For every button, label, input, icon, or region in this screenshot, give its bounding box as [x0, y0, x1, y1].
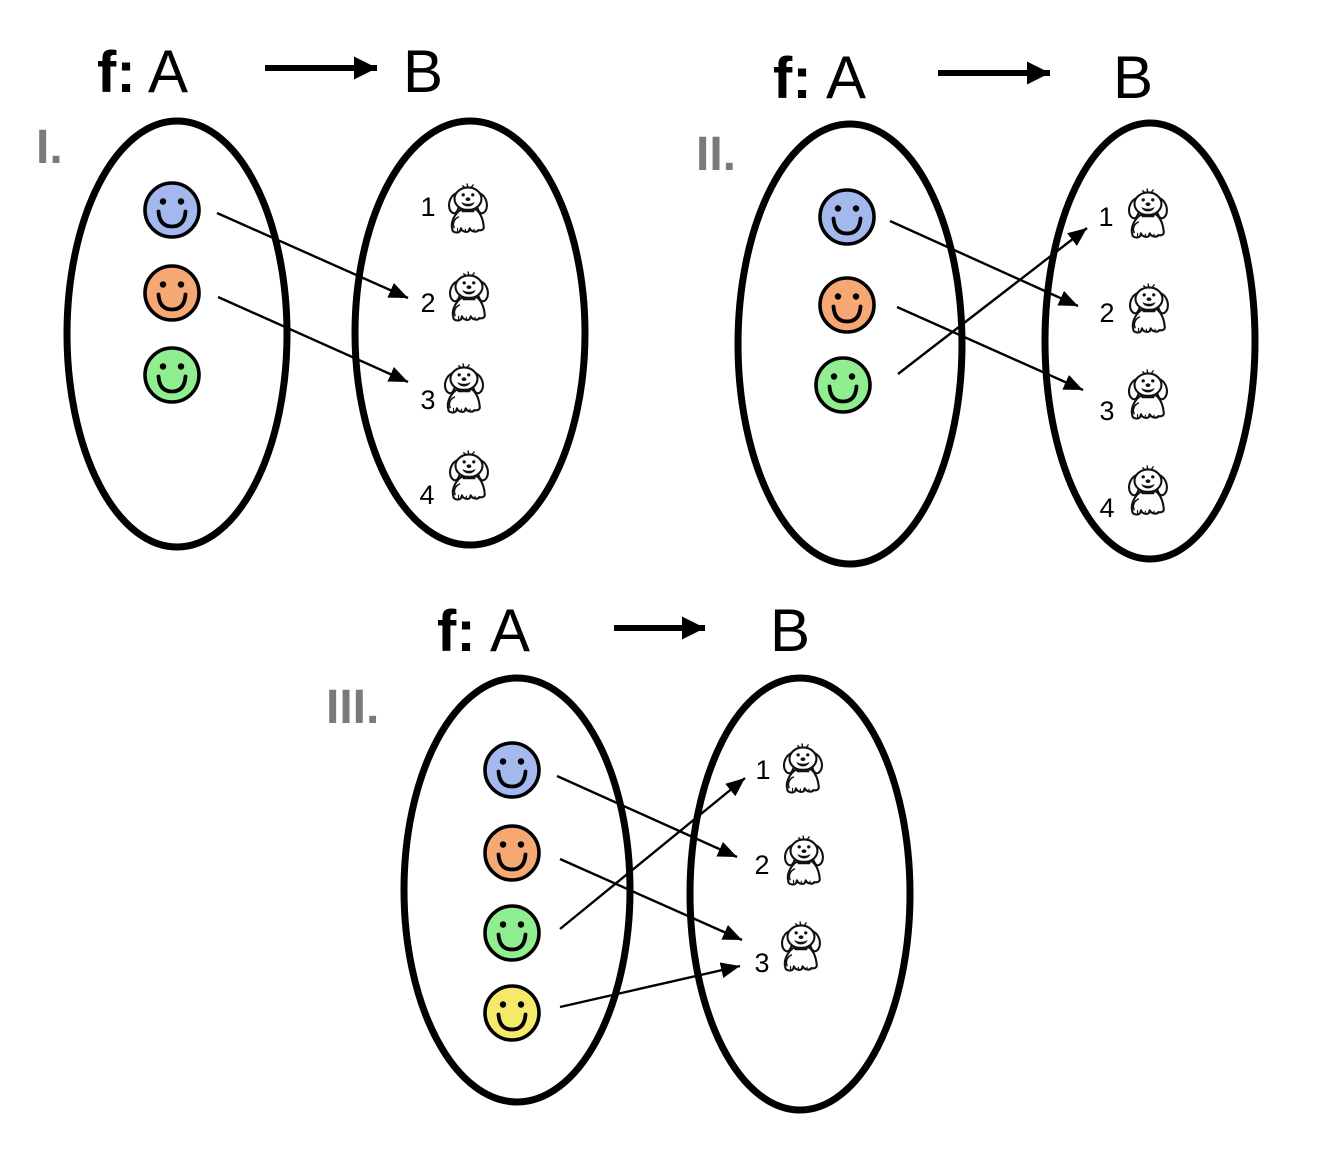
dog-icon — [782, 742, 823, 794]
mapping-arrow-blue-to-2 — [889, 219, 1079, 308]
set-b-item-1: 1 — [1098, 187, 1168, 239]
smiley-green-icon — [814, 356, 872, 414]
item-number: 2 — [420, 288, 435, 318]
mapping-arrow-orange-to-3 — [559, 857, 743, 942]
item-number: 2 — [754, 850, 769, 880]
set-b-ellipse — [1041, 119, 1259, 563]
diagram-III: f: A B III. 1 2 3 — [326, 597, 914, 1114]
smiley-face — [483, 741, 541, 799]
diagram-I: f: A B I. 1 2 3 4 — [36, 38, 589, 551]
dog-icon — [783, 834, 824, 886]
codomain-label: B — [770, 597, 810, 664]
smiley-yellow-icon — [483, 984, 541, 1042]
mapping-arrow-blue-to-2 — [216, 211, 409, 300]
diagram-numeral: III. — [326, 681, 379, 734]
smiley-blue-icon — [818, 188, 876, 246]
function-symbol: f: — [437, 599, 476, 664]
item-number: 4 — [1099, 493, 1114, 523]
item-number: 4 — [419, 480, 434, 510]
set-b-item-4: 4 — [419, 449, 489, 510]
dog-icon — [1127, 464, 1168, 516]
smiley-blue-icon — [143, 181, 201, 239]
item-number: 1 — [755, 755, 770, 785]
set-b-item-4: 4 — [1099, 464, 1168, 523]
smiley-orange-icon — [483, 824, 541, 882]
item-number: 2 — [1099, 298, 1114, 328]
set-b-item-2: 2 — [420, 270, 489, 322]
domain-label: A — [148, 38, 188, 105]
item-number: 1 — [1098, 202, 1113, 232]
mapping-arrow-green-to-1 — [897, 227, 1088, 375]
mapping-arrow-orange-to-3 — [217, 295, 409, 384]
smiley-orange-icon — [818, 276, 876, 334]
set-b-item-3: 3 — [754, 920, 821, 978]
set-b-item-2: 2 — [1099, 282, 1169, 334]
smiley-face — [814, 356, 872, 414]
domain-label: A — [490, 597, 530, 664]
dog-icon — [443, 362, 484, 414]
set-b-item-1: 1 — [420, 182, 488, 234]
item-number: 3 — [1099, 396, 1114, 426]
set-b-item-2: 2 — [754, 834, 824, 886]
smiley-face — [143, 346, 201, 404]
smiley-blue-icon — [483, 741, 541, 799]
smiley-face — [483, 824, 541, 882]
set-b-ellipse — [351, 117, 589, 549]
smiley-green-icon — [483, 904, 541, 962]
dog-icon — [1127, 368, 1168, 420]
dog-icon — [1128, 282, 1169, 334]
mapping-arrow-yellow-to-3 — [559, 962, 741, 1009]
codomain-label: B — [1113, 44, 1153, 111]
dog-icon — [448, 449, 489, 501]
smiley-face — [143, 181, 201, 239]
set-b-item-3: 3 — [1099, 368, 1168, 426]
dog-icon — [447, 182, 488, 234]
domain-label: A — [826, 44, 866, 111]
item-number: 1 — [420, 192, 435, 222]
item-number: 3 — [754, 948, 769, 978]
mapping-arrow-blue-to-2 — [556, 774, 738, 859]
dog-icon — [448, 270, 489, 322]
set-a-ellipse — [734, 120, 966, 568]
smiley-green-icon — [143, 346, 201, 404]
smiley-face — [143, 264, 201, 322]
smiley-face — [483, 984, 541, 1042]
function-symbol: f: — [773, 46, 812, 111]
smiley-face — [483, 904, 541, 962]
set-b-item-1: 1 — [755, 742, 823, 794]
diagram-numeral: I. — [36, 121, 63, 174]
dog-icon — [780, 920, 821, 972]
item-number: 3 — [420, 385, 435, 415]
smiley-face — [818, 276, 876, 334]
set-b-ellipse — [686, 674, 914, 1114]
mapping-arrow-orange-to-3 — [896, 305, 1084, 392]
mapping-arrow-green-to-1 — [559, 777, 746, 930]
function-symbol: f: — [97, 40, 136, 105]
codomain-label: B — [403, 38, 443, 105]
diagram-II: f: A B II. 1 2 3 4 — [696, 44, 1259, 568]
diagram-numeral: II. — [696, 128, 736, 181]
smiley-face — [818, 188, 876, 246]
set-b-item-3: 3 — [420, 362, 484, 415]
smiley-orange-icon — [143, 264, 201, 322]
set-a-ellipse — [63, 117, 291, 551]
dog-icon — [1127, 187, 1168, 239]
